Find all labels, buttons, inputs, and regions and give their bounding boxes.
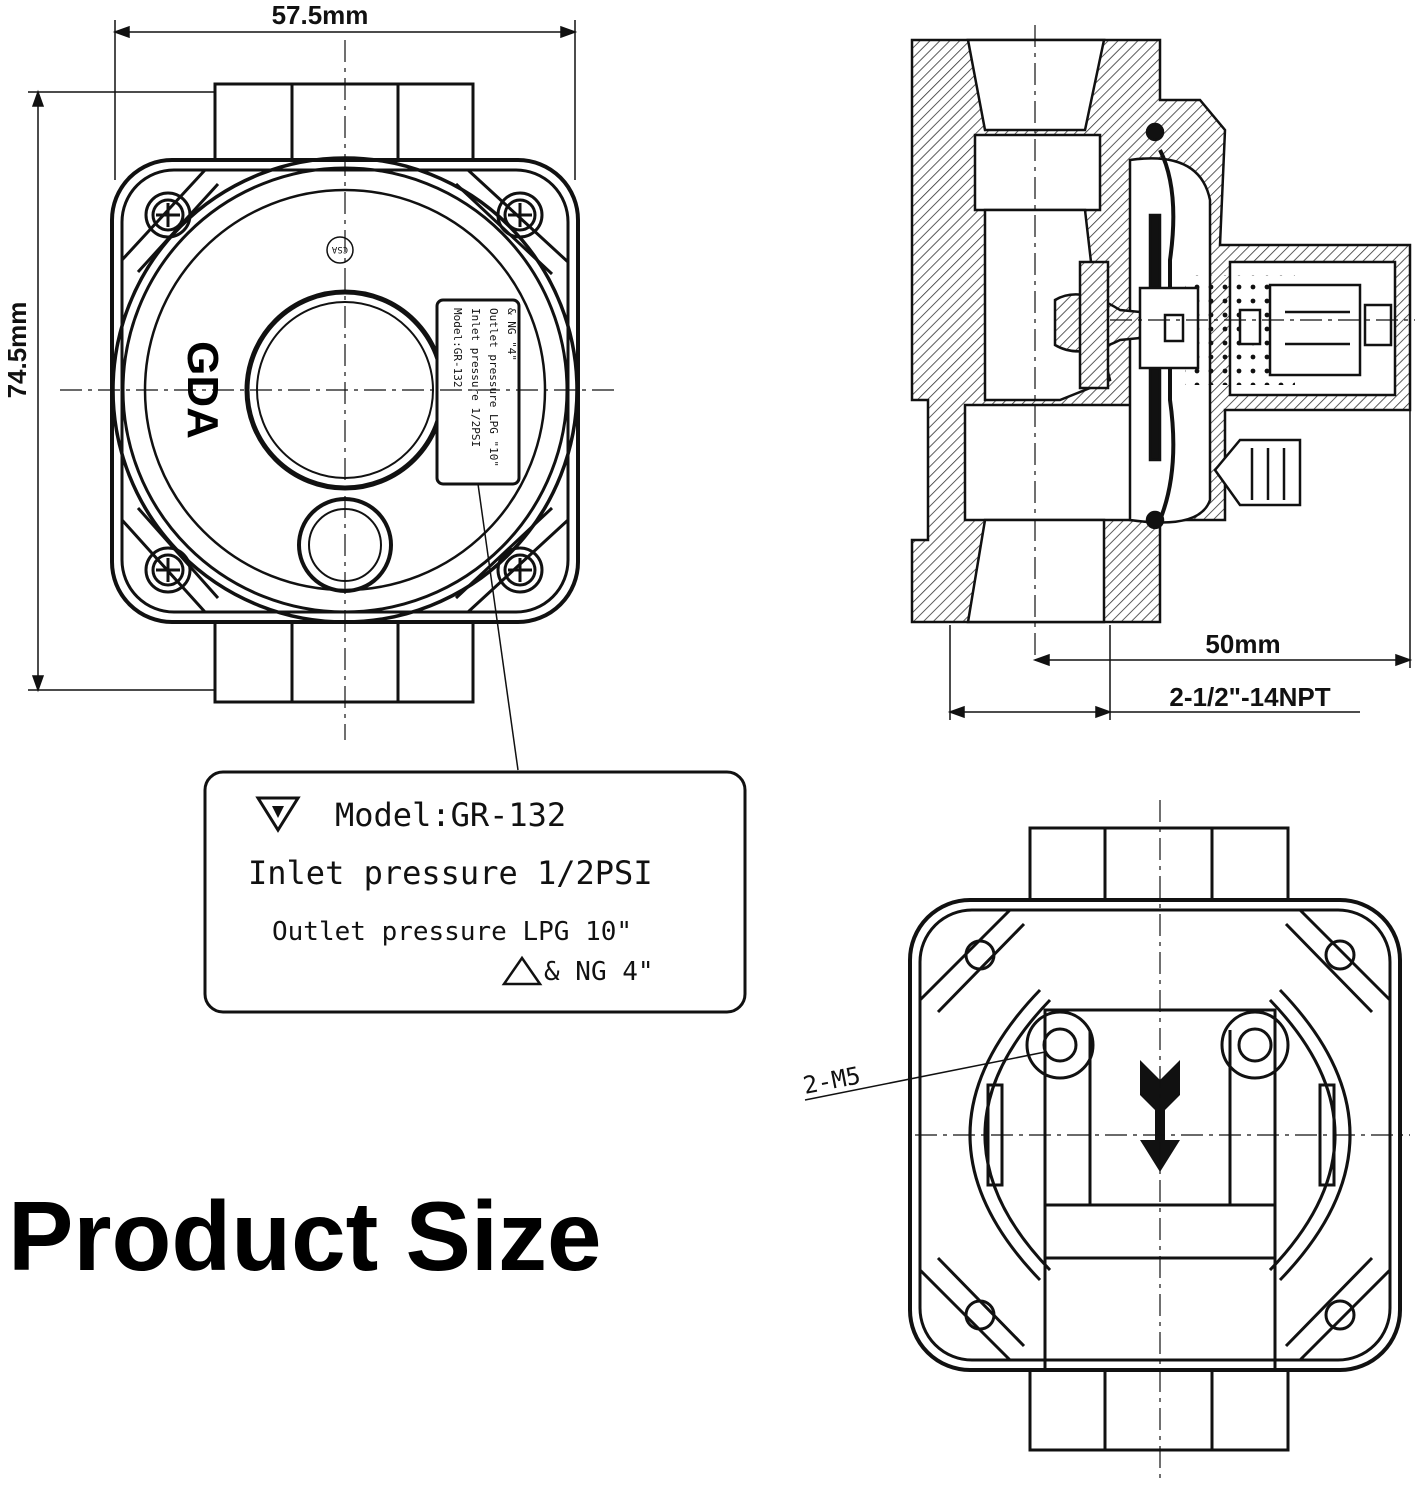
bolt-label: 2-M5 [801, 1061, 863, 1100]
mount-hole-icon [964, 939, 1356, 1331]
thread-label: 2-1/2"-14NPT [1169, 682, 1330, 712]
leader-line [477, 483, 519, 771]
height-dimension [28, 89, 215, 693]
brand-logo: GDA [178, 341, 227, 439]
warning-triangle-icon [255, 796, 301, 833]
height-label: 74.5mm [2, 302, 32, 399]
screw-icon [144, 546, 192, 594]
small-label-text: Model:GR-132 Inlet pressure 1/2PSI Outle… [451, 308, 518, 467]
svg-text:CSA: CSA [331, 244, 348, 254]
callout-model: Model:GR-132 [335, 796, 566, 834]
width-label: 57.5mm [272, 0, 369, 30]
svg-text:& NG "4": & NG "4" [505, 308, 518, 361]
svg-text:Outlet pressure LPG "10": Outlet pressure LPG "10" [487, 308, 500, 467]
bolt-hole-icon [1220, 1010, 1290, 1080]
screw-icon [496, 546, 544, 594]
screw-icon [144, 191, 192, 239]
depth-dimension [1032, 410, 1413, 668]
depth-label: 50mm [1205, 629, 1280, 659]
caption-title: Product Size [8, 1181, 602, 1291]
width-dimension [112, 20, 578, 180]
thread-dimension [947, 625, 1360, 720]
cert-mark: CSA [326, 236, 354, 264]
screw-icon [496, 191, 544, 239]
callout-outlet: Outlet pressure LPG 10" [272, 917, 632, 947]
callout-label: Model:GR-132 Inlet pressure 1/2PSI Outle… [203, 770, 747, 1014]
bolt-leader [804, 1051, 1046, 1101]
bolt-hole-icon [1025, 1010, 1095, 1080]
svg-text:Model:GR-132: Model:GR-132 [451, 308, 464, 387]
callout-inlet: Inlet pressure 1/2PSI [248, 854, 653, 892]
svg-text:Inlet pressure 1/2PSI: Inlet pressure 1/2PSI [469, 308, 482, 447]
warning-small-icon [501, 955, 543, 986]
callout-ng: & NG 4" [544, 957, 654, 987]
section-view [910, 38, 1412, 624]
